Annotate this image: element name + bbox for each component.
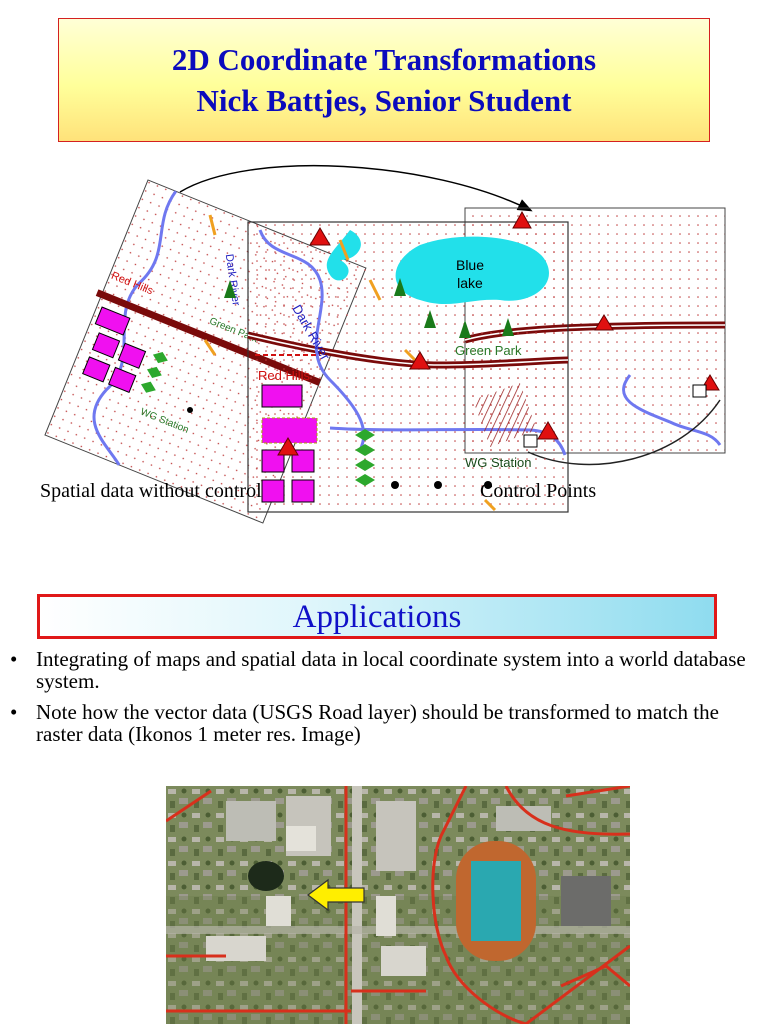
bullet-item: • Note how the vector data (USGS Road la… — [6, 701, 756, 745]
coordinate-transformation-diagram: Dark River Red Hills Green Park WG Stati… — [30, 160, 740, 525]
overlay-map: Blue lake Dark River Red Hills Green Par… — [187, 210, 569, 513]
figure-caption-right: Control Points — [480, 480, 597, 502]
control-point — [309, 227, 331, 246]
lake — [395, 236, 549, 305]
section-title: Applications — [292, 599, 462, 635]
control-point — [277, 437, 299, 456]
control-point — [512, 210, 532, 229]
bullet-list: • Integrating of maps and spatial data i… — [6, 648, 756, 754]
direction-arrow — [307, 878, 365, 912]
hills-hatch — [472, 382, 538, 448]
figure-caption-left: Spatial data without control — [40, 480, 262, 502]
author-line: Nick Battjes, Senior Student — [196, 83, 572, 118]
bullet-marker: • — [10, 700, 18, 724]
satellite-image — [166, 786, 630, 1024]
applications-header: Applications — [37, 594, 717, 639]
map-label-red-hills: Red Hills — [258, 368, 311, 383]
control-point — [594, 314, 614, 331]
transform-arrow — [179, 165, 533, 212]
slide-title: 2D Coordinate Transformations — [171, 42, 597, 77]
map-label-wg-station: WG Station — [465, 455, 531, 470]
map-label-lake-line2: lake — [457, 275, 483, 291]
map-label-green-park: Green Park — [455, 343, 522, 358]
title-banner: 2D Coordinate Transformations Nick Battj… — [58, 18, 710, 142]
map-label-lake-line1: Blue — [456, 257, 484, 273]
bullet-item: • Integrating of maps and spatial data i… — [6, 648, 756, 692]
bullet-marker: • — [10, 647, 18, 671]
bullet-text: Note how the vector data (USGS Road laye… — [36, 700, 719, 746]
control-point — [537, 421, 559, 440]
control-point — [409, 351, 431, 370]
bullet-text: Integrating of maps and spatial data in … — [36, 647, 746, 693]
